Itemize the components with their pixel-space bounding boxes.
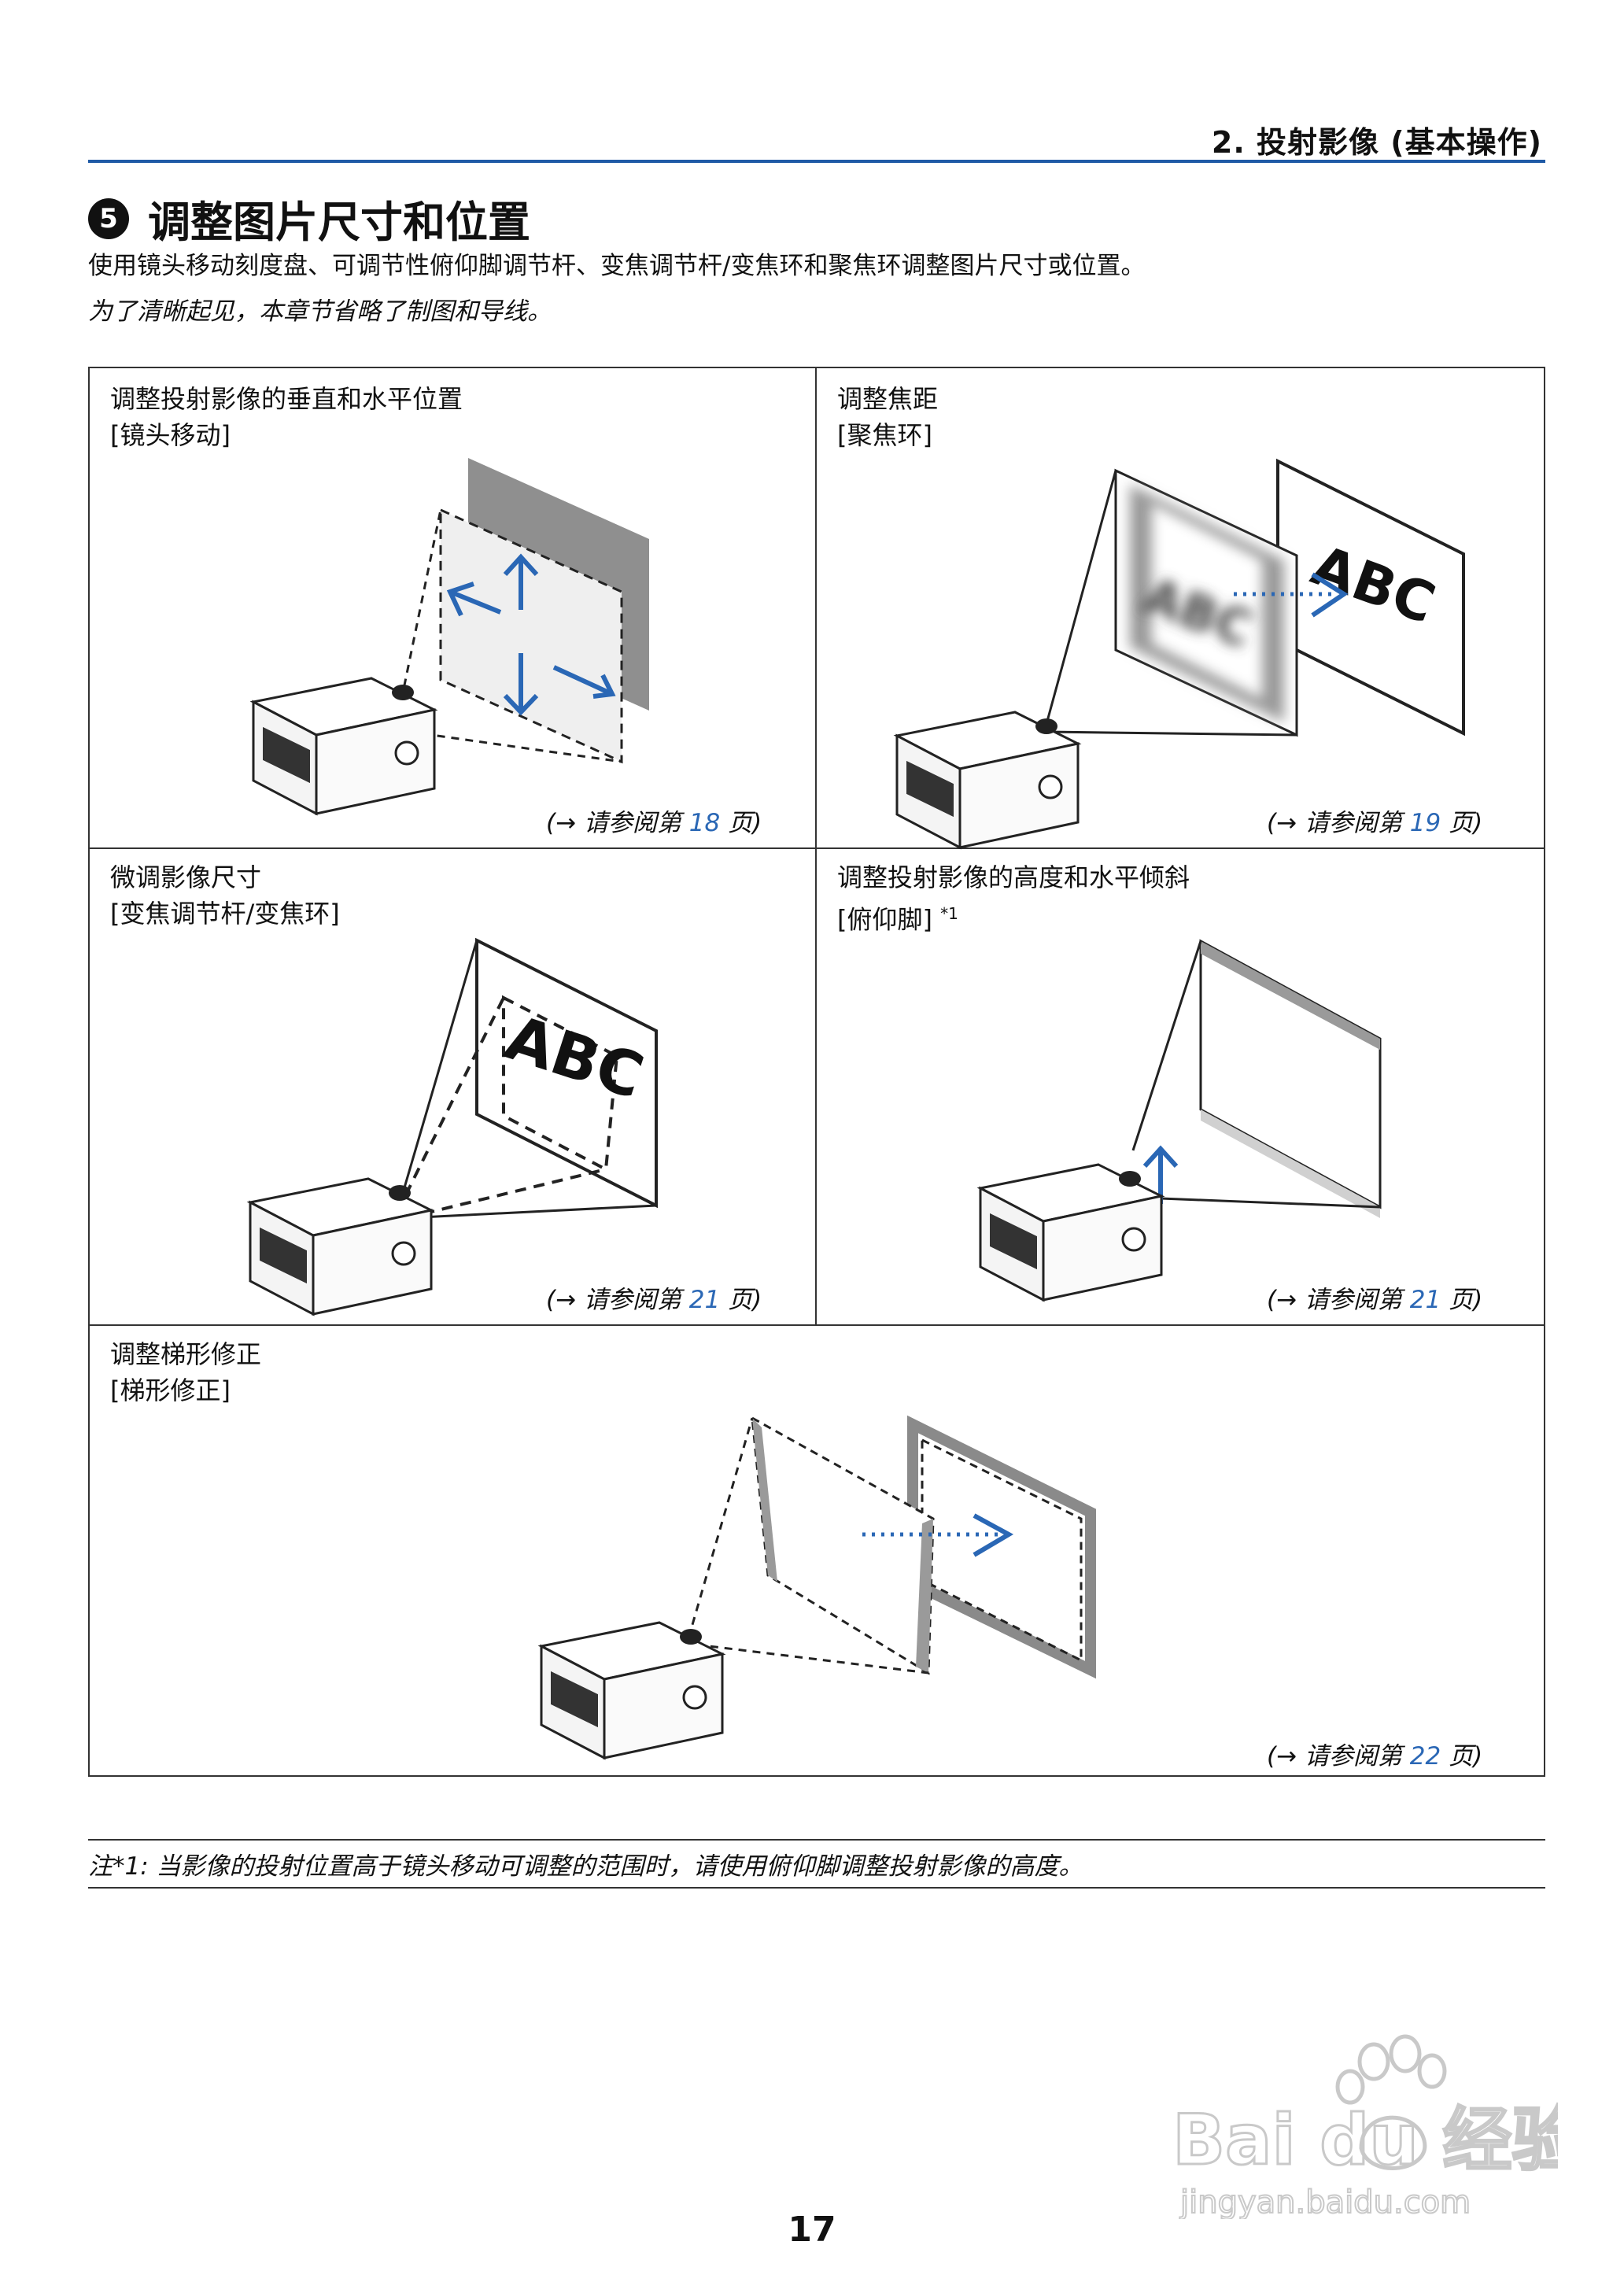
focus-illustration: ABC ABC	[895, 458, 1465, 849]
cell-tilt-title: 调整投射影像的高度和水平倾斜	[837, 862, 1190, 892]
cell-focus-title: 调整焦距	[837, 384, 939, 414]
grid-divider-vertical	[815, 367, 817, 1325]
page-number: 17	[788, 2210, 836, 2250]
projector-5	[540, 1621, 724, 1759]
page-link-22[interactable]: 22	[1409, 1742, 1441, 1771]
footnote-rule-bottom	[88, 1887, 1545, 1889]
section-number-badge: 5	[88, 198, 129, 239]
section-title: 调整图片尺寸和位置	[148, 198, 530, 247]
section-intro: 使用镜头移动刻度盘、可调节性俯仰脚调节杆、变焦调节杆/变焦环和聚焦环调整图片尺寸…	[88, 252, 1146, 280]
chapter-header: 2. 投射影像 (基本操作)	[1211, 125, 1542, 160]
zoom-frame	[502, 995, 619, 1172]
cell-zoom-title: 微调影像尺寸	[110, 862, 262, 892]
cell-keystone-title: 调整梯形修正	[110, 1339, 262, 1369]
cell-zoom-ref: (→ 请参阅第 21 页)	[546, 1286, 762, 1314]
page-link-18[interactable]: 18	[688, 809, 721, 837]
page-link-21-a[interactable]: 21	[688, 1286, 721, 1314]
section-title-row: 5 调整图片尺寸和位置	[88, 187, 530, 249]
watermark-url: jingyan.baidu.com	[1179, 2184, 1471, 2219]
cell-keystone-subtitle: [梯形修正]	[110, 1375, 231, 1405]
cell-lens-shift-ref: (→ 请参阅第 18 页)	[546, 809, 762, 837]
header-rule	[88, 160, 1545, 163]
cell-lens-shift-subtitle: [镜头移动]	[110, 420, 231, 450]
footnote-rule-top	[88, 1839, 1545, 1841]
projector-1	[252, 677, 436, 815]
page-link-19[interactable]: 19	[1409, 809, 1441, 837]
shift-arrows	[446, 553, 616, 716]
zoom-illustration: ABC	[249, 937, 658, 1316]
screen-keystone	[751, 1416, 935, 1675]
grid-divider-row2	[88, 1324, 1545, 1326]
cell-zoom-label: 微调影像尺寸 [变焦调节杆/变焦环]	[110, 859, 340, 932]
watermark-brand: Bai du 经验	[1172, 2099, 1558, 2180]
cell-keystone-ref: (→ 请参阅第 22 页)	[1267, 1742, 1483, 1771]
cell-focus-label: 调整焦距 [聚焦环]	[837, 381, 938, 453]
screen-corrected	[911, 1421, 1092, 1673]
cell-keystone-label: 调整梯形修正 [梯形修正]	[110, 1336, 261, 1409]
cell-lens-shift-title: 调整投射影像的垂直和水平位置	[110, 384, 463, 414]
illustration-grid	[88, 367, 1545, 1777]
baidu-watermark: Bai du 经验 jingyan.baidu.com	[1172, 2034, 1558, 2219]
projector-4	[979, 1163, 1163, 1302]
footnote: 注*1: 当影像的投射位置高于镜头移动可调整的范围时，请使用俯仰脚调整投射影像的…	[88, 1852, 1083, 1881]
cell-tilt-label: 调整投射影像的高度和水平倾斜 [俯仰脚] *1	[837, 859, 1190, 938]
grid-divider-row1	[88, 847, 1545, 849]
footnote-marker: *1	[940, 904, 958, 923]
section-note: 为了清晰起见，本章节省略了制图和导线。	[88, 297, 552, 326]
tilt-illustration	[979, 939, 1382, 1302]
cell-zoom-subtitle: [变焦调节杆/变焦环]	[110, 899, 340, 929]
projector-2	[895, 711, 1080, 849]
cell-tilt-ref: (→ 请参阅第 21 页)	[1267, 1286, 1483, 1314]
cell-focus-ref: (→ 请参阅第 19 页)	[1267, 809, 1483, 837]
cell-focus-subtitle: [聚焦环]	[837, 420, 932, 450]
cell-lens-shift-label: 调整投射影像的垂直和水平位置 [镜头移动]	[110, 381, 463, 453]
page-link-21-b[interactable]: 21	[1409, 1286, 1441, 1314]
projector-3	[249, 1177, 433, 1316]
cell-tilt-subtitle: [俯仰脚] *1	[837, 904, 958, 935]
lens-shift-illustration	[252, 458, 649, 815]
keystone-illustration	[540, 1415, 1096, 1759]
